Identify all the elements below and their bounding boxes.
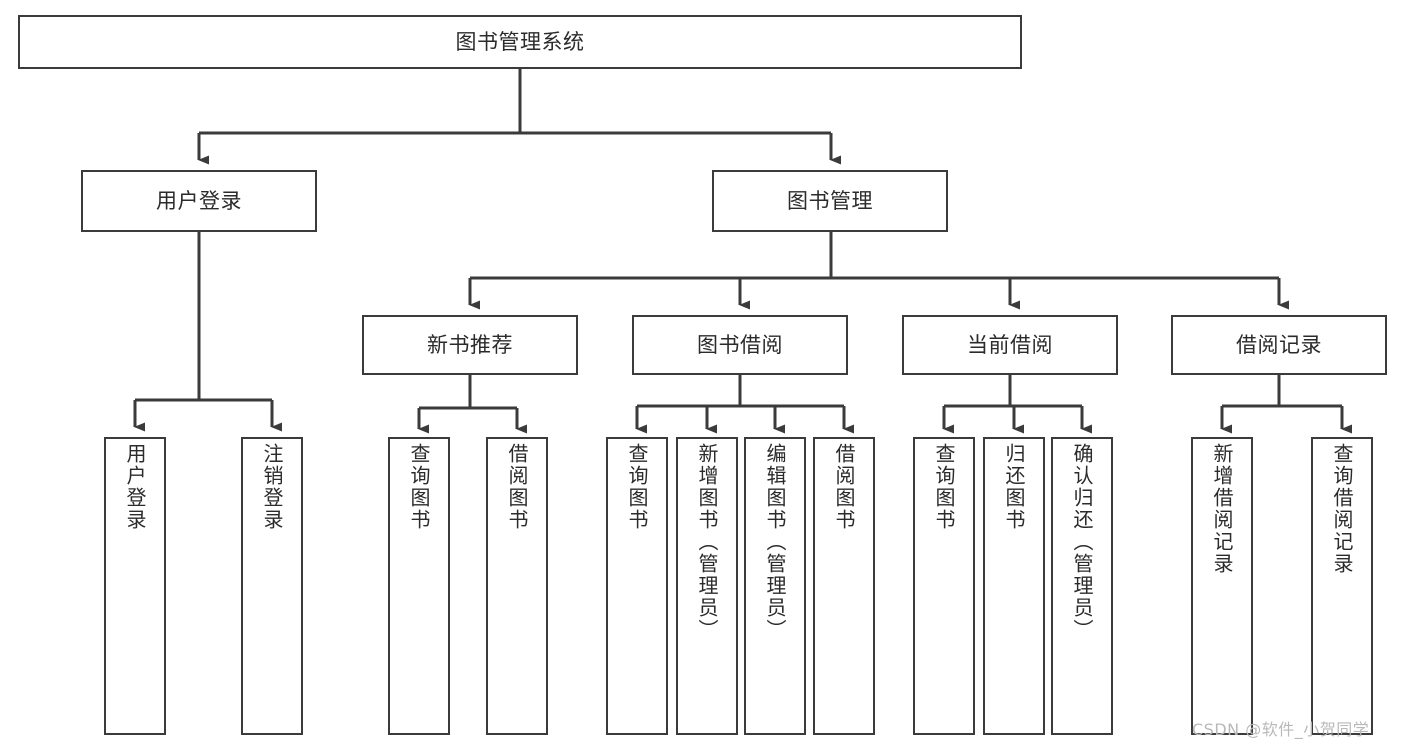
edge-root-to-level2	[197, 69, 841, 165]
node-book-borrow[interactable]: 图书借阅	[632, 315, 848, 375]
leaf-query-book-borrow[interactable]: 查询图书	[606, 437, 668, 735]
edge-user-login-to-leaves	[133, 232, 282, 432]
edge-borrow-to-leaves	[635, 375, 854, 434]
leaf-add-borrow-record[interactable]: 新增借阅记录	[1191, 437, 1253, 735]
leaf-borrow-book[interactable]: 借阅图书	[813, 437, 875, 735]
leaf-borrow-book-recommend-label: 借阅图书	[505, 443, 529, 531]
node-borrow-records-label: 借阅记录	[1236, 332, 1322, 357]
leaf-user-logout-label: 注销登录	[260, 443, 284, 531]
leaf-confirm-return-admin[interactable]: 确认归还（管理员）	[1051, 437, 1113, 735]
edge-current-borrow-to-leaves	[942, 375, 1092, 434]
node-user-login-label: 用户登录	[156, 188, 242, 213]
leaf-add-borrow-record-label: 新增借阅记录	[1210, 443, 1234, 575]
node-new-book-recommend-label: 新书推荐	[427, 332, 513, 357]
leaf-add-book-admin[interactable]: 新增图书（管理员）	[676, 437, 738, 735]
leaf-borrow-book-label: 借阅图书	[832, 443, 856, 531]
leaf-add-book-admin-label: 新增图书（管理员）	[695, 443, 719, 641]
leaf-query-book-current-label: 查询图书	[932, 443, 956, 531]
node-book-management-label: 图书管理	[787, 188, 873, 213]
leaf-return-book[interactable]: 归还图书	[983, 437, 1045, 735]
leaf-return-book-label: 归还图书	[1002, 443, 1026, 531]
node-user-login[interactable]: 用户登录	[81, 170, 317, 232]
node-root-label: 图书管理系统	[455, 29, 585, 54]
node-book-management[interactable]: 图书管理	[712, 170, 948, 232]
leaf-edit-book-admin-label: 编辑图书（管理员）	[763, 443, 787, 641]
edge-book-mgmt-to-level3	[468, 232, 1289, 310]
leaf-query-book-borrow-label: 查询图书	[625, 443, 649, 531]
leaf-borrow-book-recommend[interactable]: 借阅图书	[486, 437, 548, 735]
leaf-user-login[interactable]: 用户登录	[104, 437, 166, 735]
edge-records-to-leaves	[1220, 375, 1352, 434]
leaf-query-borrow-record-label: 查询借阅记录	[1330, 443, 1354, 575]
leaf-query-book-recommend[interactable]: 查询图书	[388, 437, 450, 735]
node-current-borrow[interactable]: 当前借阅	[902, 315, 1118, 375]
leaf-user-logout[interactable]: 注销登录	[241, 437, 303, 735]
leaf-user-login-label: 用户登录	[123, 443, 147, 531]
leaf-query-book-current[interactable]: 查询图书	[913, 437, 975, 735]
leaf-query-borrow-record[interactable]: 查询借阅记录	[1311, 437, 1373, 735]
node-root-library-system[interactable]: 图书管理系统	[18, 15, 1022, 69]
leaf-query-book-recommend-label: 查询图书	[407, 443, 431, 531]
node-current-borrow-label: 当前借阅	[967, 332, 1053, 357]
node-book-borrow-label: 图书借阅	[697, 332, 783, 357]
node-borrow-records[interactable]: 借阅记录	[1171, 315, 1387, 375]
leaf-edit-book-admin[interactable]: 编辑图书（管理员）	[744, 437, 806, 735]
leaf-confirm-return-admin-label: 确认归还（管理员）	[1070, 443, 1094, 641]
edge-new-books-to-leaves	[417, 375, 527, 434]
node-new-book-recommend[interactable]: 新书推荐	[362, 315, 578, 375]
